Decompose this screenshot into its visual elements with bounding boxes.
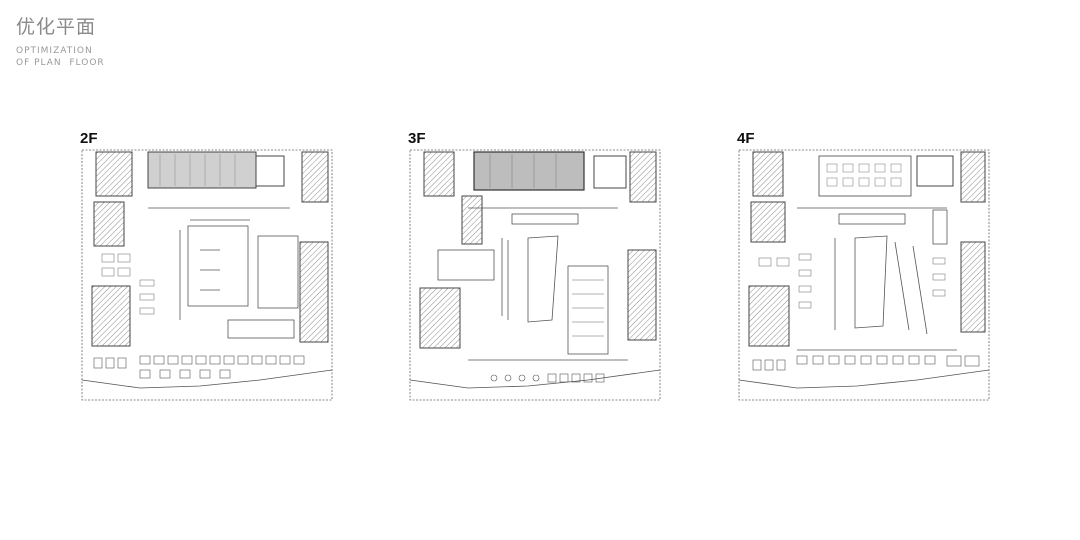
plan-label-3f: 3F [408,130,426,147]
plan-label-2f: 2F [80,130,98,147]
floor-plan-2f: 2F [80,130,334,405]
subtitle-line-2: OF PLAN FLOOR [16,58,105,68]
floor-plan-3f-drawing [409,149,661,401]
floor-plan-4f-drawing [738,149,990,401]
plan-label-4f: 4F [737,130,755,147]
page-title: 优化平面 [16,16,97,38]
page-subtitle: OPTIMIZATION OF PLAN FLOOR [16,45,105,69]
floor-plan-4f: 4F [737,130,991,405]
subtitle-line-1: OPTIMIZATION [16,46,93,56]
floor-plan-2f-drawing [81,149,333,401]
floor-plan-3f: 3F [408,130,662,405]
